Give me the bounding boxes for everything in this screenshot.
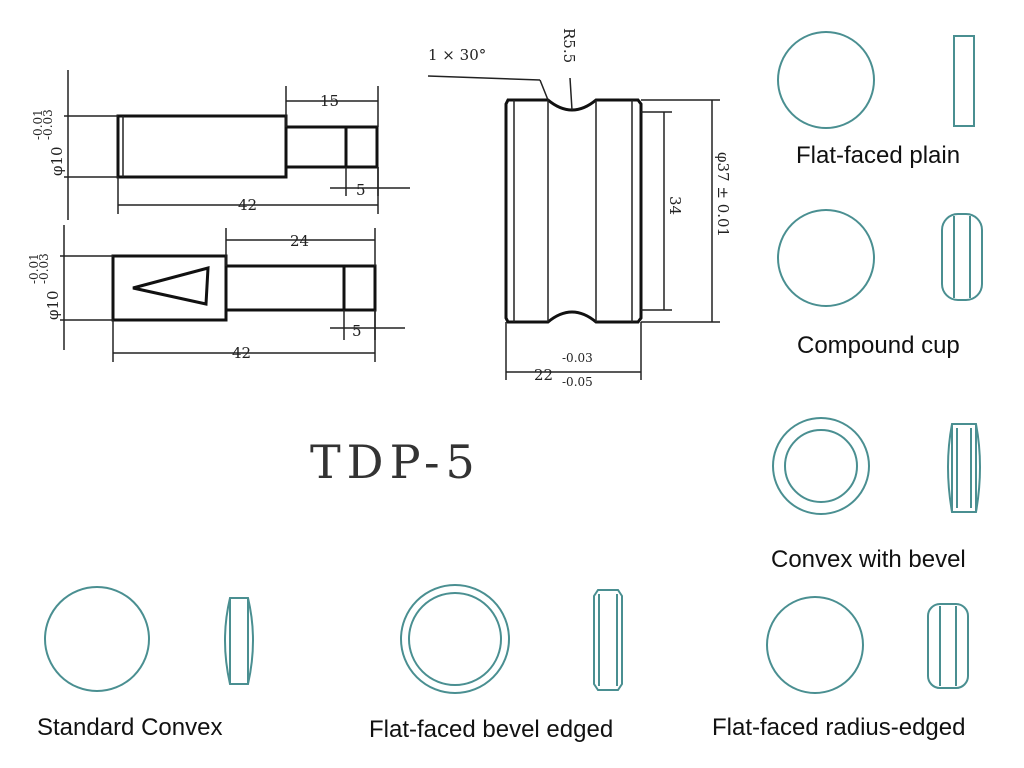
lower-punch-diameter: φ10 bbox=[44, 290, 62, 320]
lower-punch-shank bbox=[224, 264, 346, 312]
flat-faced-radius-edged-side-view bbox=[927, 603, 969, 689]
shape-label-convex-with-bevel: Convex with bevel bbox=[771, 546, 966, 573]
flat-faced-plain-diagram bbox=[777, 31, 975, 129]
shape-label-flat-faced-radius-edged: Flat-faced radius-edged bbox=[712, 714, 966, 741]
upper-punch-body bbox=[116, 114, 288, 179]
die: 1 × 30° R5.5 34 φ37 ± 0.01 22 -0.03 -0.0… bbox=[427, 28, 732, 389]
die-radius: R5.5 bbox=[560, 28, 578, 63]
upper-punch-diameter: φ10 bbox=[48, 146, 66, 176]
compound-cup-diagram bbox=[777, 209, 983, 307]
upper-punch-tol-upper: -0.01 bbox=[31, 109, 45, 140]
model-title: TDP-5 bbox=[310, 435, 481, 489]
lower-punch-tip bbox=[342, 264, 377, 312]
convex-with-bevel-top-view bbox=[772, 417, 870, 515]
convex-with-bevel-diagram bbox=[772, 417, 981, 515]
die-height-tol-lower: -0.05 bbox=[562, 375, 593, 389]
flat-faced-plain-side-view bbox=[953, 35, 975, 127]
upper-punch-shank bbox=[284, 125, 348, 169]
upper-punch-tip-length: 15 bbox=[320, 92, 339, 110]
flat-faced-bevel-edged-top-view bbox=[400, 584, 510, 694]
die-outer-diameter: φ37 ± 0.01 bbox=[714, 152, 732, 237]
shape-label-flat-faced-plain: Flat-faced plain bbox=[796, 142, 961, 169]
upper-punch-tip bbox=[344, 125, 379, 169]
die-height: 22 bbox=[534, 366, 553, 384]
flat-faced-radius-edged-top-view bbox=[766, 596, 864, 694]
die-outline bbox=[504, 98, 643, 324]
triangle-mark bbox=[132, 266, 210, 306]
standard-convex-top-view bbox=[44, 586, 150, 692]
flat-faced-radius-edged-diagram bbox=[766, 596, 969, 694]
die-inner-dimension: 34 bbox=[666, 196, 684, 215]
upper-punch-tol-lower: -0.03 bbox=[41, 109, 55, 140]
compound-cup-top-view bbox=[777, 209, 875, 307]
lower-punch-tip-length: 24 bbox=[290, 232, 309, 250]
standard-convex-diagram bbox=[44, 586, 254, 692]
shape-label-standard-convex: Standard Convex bbox=[37, 714, 223, 741]
lower-punch-total-length: 42 bbox=[232, 344, 251, 362]
die-chamfer: 1 × 30° bbox=[428, 46, 486, 64]
upper-punch-total-length: 42 bbox=[238, 196, 257, 214]
lower-punch-body bbox=[111, 254, 228, 322]
die-height-tol-upper: -0.03 bbox=[562, 351, 593, 365]
lower-punch: φ10 -0.03 -0.01 24 5 42 bbox=[27, 225, 405, 362]
shape-label-flat-faced-bevel-edged: Flat-faced bevel edged bbox=[369, 716, 614, 743]
lower-punch-tol-lower: -0.03 bbox=[37, 253, 51, 284]
lower-punch-step: 5 bbox=[352, 322, 362, 340]
upper-punch-step: 5 bbox=[356, 181, 366, 199]
upper-punch: φ10 -0.03 -0.01 15 5 42 bbox=[31, 70, 410, 220]
flat-faced-plain-top-view bbox=[777, 31, 875, 129]
flat-faced-bevel-edged-side-view bbox=[593, 589, 623, 691]
flat-faced-bevel-edged-diagram bbox=[400, 584, 623, 694]
lower-punch-tol-upper: -0.01 bbox=[27, 253, 41, 284]
shape-label-compound-cup: Compound cup bbox=[797, 332, 960, 359]
compound-cup-side-view bbox=[941, 213, 983, 301]
